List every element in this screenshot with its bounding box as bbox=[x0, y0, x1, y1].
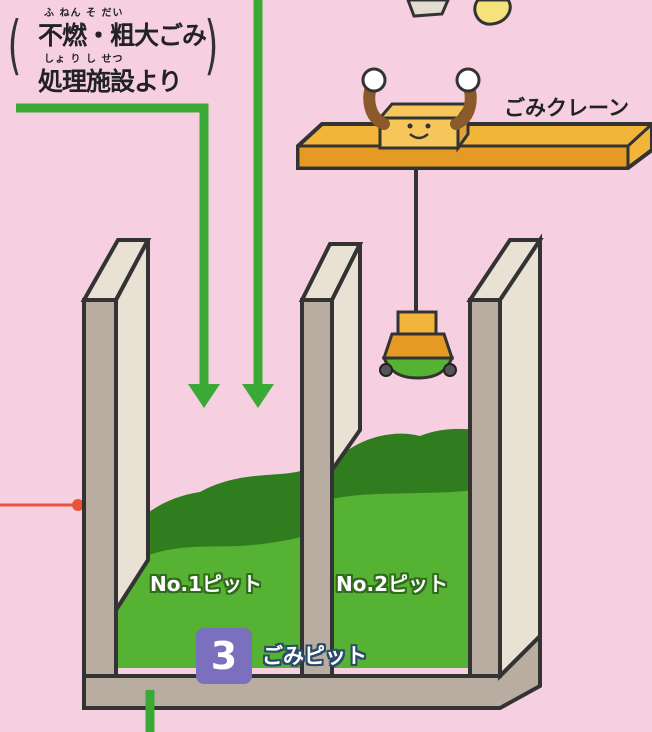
source-line-1: 不燃・粗大ごみ bbox=[38, 21, 207, 50]
arrow-head-2 bbox=[242, 384, 274, 408]
pit-2-label: No.2ピット bbox=[336, 572, 448, 596]
falling-debris-decoration bbox=[473, 0, 512, 26]
arrow-head-1 bbox=[188, 384, 220, 408]
source-ruby-2: しょ り し せつ bbox=[44, 54, 124, 65]
section-number-badge: 3 bbox=[196, 628, 252, 684]
source-ruby-1: ふ ねん そ だい bbox=[44, 8, 124, 19]
section-title: ごみピット bbox=[262, 644, 367, 668]
pit-structure bbox=[80, 233, 544, 732]
paren-open: ( bbox=[7, 9, 22, 83]
input-arrow-from-processing bbox=[16, 103, 209, 392]
falling-bag-decoration bbox=[406, 0, 450, 18]
pit-1-label: No.1ピット bbox=[150, 572, 262, 596]
crane bbox=[296, 67, 652, 380]
paren-close: ) bbox=[204, 9, 219, 83]
crane-label: ごみクレーン bbox=[504, 96, 629, 120]
crane-box-character bbox=[361, 67, 481, 153]
feed-line-node bbox=[72, 499, 84, 511]
crane-grab-bucket bbox=[379, 310, 457, 380]
source-label: ( ふ ねん そ だい 不燃・粗大ごみ しょ り し せつ 処理施設より ) bbox=[7, 4, 219, 96]
source-line-2: 処理施設より bbox=[38, 67, 183, 96]
